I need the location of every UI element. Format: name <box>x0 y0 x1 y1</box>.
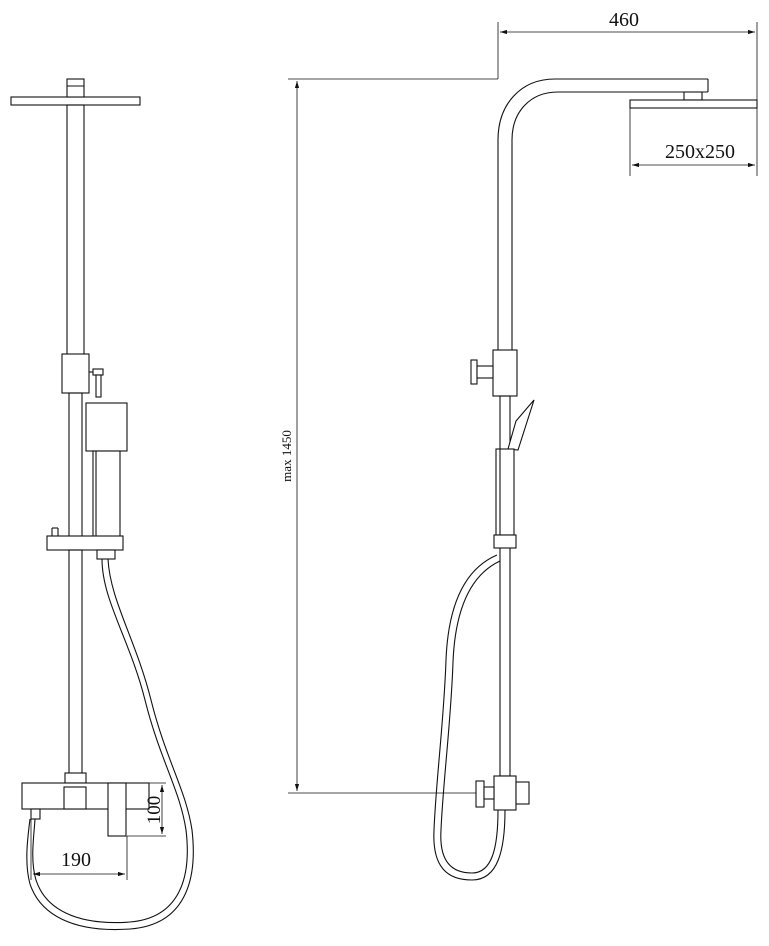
dimension-overall-width: 460 <box>497 9 758 100</box>
front-hose <box>32 558 188 924</box>
side-head-connector <box>683 91 703 101</box>
side-riser-arm <box>497 78 708 352</box>
dimension-head-size: 250x250 <box>629 108 758 176</box>
dimension-valve-depth: 190 <box>30 819 128 880</box>
front-hand-shower-head <box>85 402 128 452</box>
front-slide-bracket <box>46 535 124 551</box>
side-hand-shower-head <box>507 399 535 451</box>
side-mixer-valve <box>475 775 530 811</box>
front-view: 100 190 <box>10 78 194 931</box>
side-hose <box>433 554 506 881</box>
side-view: 460 250x250 max 1450 <box>279 9 758 881</box>
front-diverter-block <box>61 353 90 394</box>
dimension-max-height: max 1450 <box>279 78 498 794</box>
side-shower-head-plate <box>629 99 758 109</box>
dimension-head-size-label: 250x250 <box>665 141 735 163</box>
dimension-valve-height: 100 <box>127 782 166 837</box>
side-slide-bracket <box>493 534 517 549</box>
dimension-valve-height-label: 100 <box>144 796 165 825</box>
front-shower-head-plate <box>10 96 141 106</box>
dimension-overall-width-label: 460 <box>609 9 639 31</box>
side-hand-shower-handle <box>495 448 515 536</box>
side-diverter-knob <box>470 359 494 385</box>
dimension-max-height-label: max 1450 <box>279 430 294 482</box>
dimension-valve-depth-label: 190 <box>61 849 91 871</box>
front-riser-pipe <box>66 104 85 356</box>
front-hand-shower-handle <box>92 450 121 538</box>
front-head-connector <box>66 78 85 98</box>
side-diverter-block <box>492 349 518 397</box>
front-diverter-knob <box>89 368 104 398</box>
